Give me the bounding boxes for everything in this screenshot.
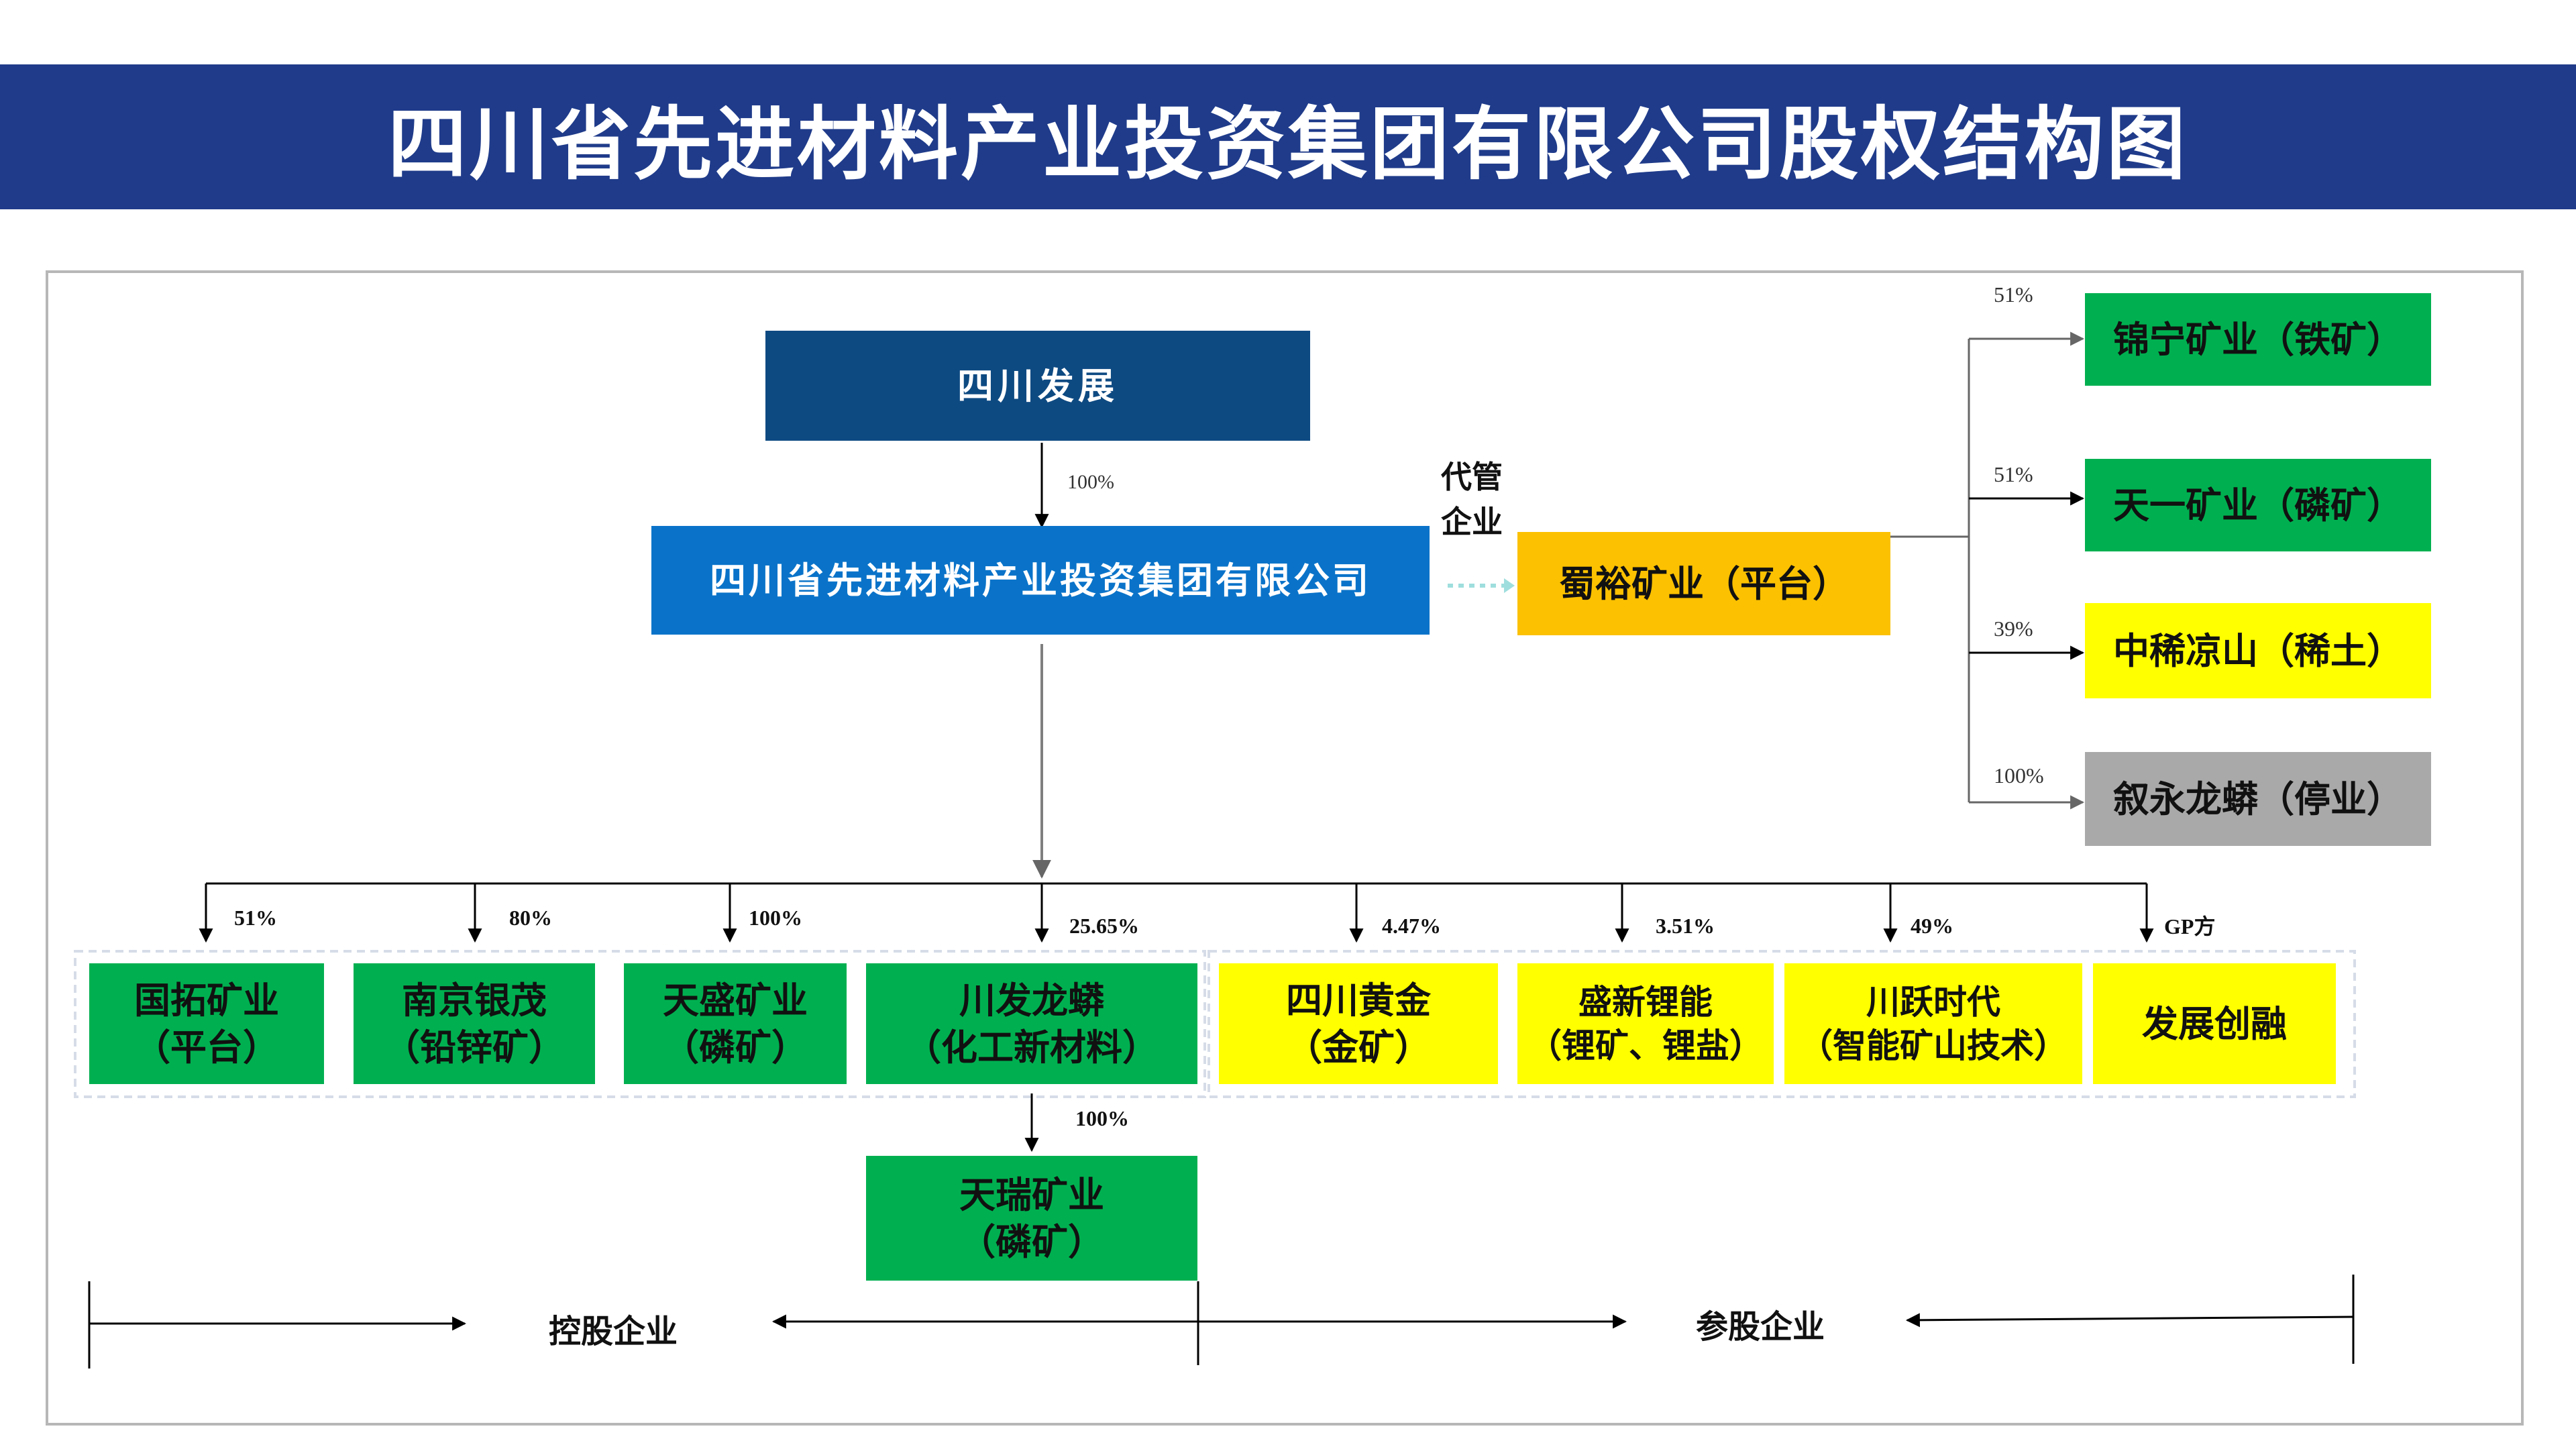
subsidiary-note: （金矿） [1286, 1026, 1431, 1069]
platform-sub-pct: 51% [1994, 282, 2033, 307]
subsidiary-name: 天盛矿业 [663, 978, 808, 1022]
sub-subsidiary-pct: 100% [1075, 1106, 1129, 1130]
subsidiary-note: （铅锌矿） [384, 1026, 565, 1069]
subsidiary-name: 发展创融 [2142, 1002, 2287, 1045]
parent-box: 四川发展 [765, 331, 1310, 441]
subsidiary-name: 川跃时代 [1866, 982, 2000, 1022]
subsidiary-box: 天盛矿业 （磷矿） [624, 963, 847, 1084]
platform-sub-box: 锦宁矿业（铁矿） [2085, 293, 2431, 386]
subsidiary-name: 川发龙蟒 [959, 978, 1104, 1022]
platform-sub-pct: 100% [1994, 763, 2044, 788]
subsidiary-pct: 49% [1911, 914, 1953, 938]
group-box: 四川省先进材料产业投资集团有限公司 [651, 526, 1430, 635]
subsidiary-pct: GP方 [2164, 914, 2216, 938]
subsidiary-pct: 51% [234, 906, 277, 930]
managed-label-line2: 企业 [1441, 504, 1503, 540]
managed-label-line1: 代管 [1441, 459, 1503, 495]
sub-subsidiary-box: 天瑞矿业 （磷矿） [866, 1156, 1197, 1281]
subsidiary-note: （锂矿、锂盐） [1528, 1026, 1763, 1065]
parent-pct: 100% [1067, 471, 1114, 493]
sub-subsidiary-name: 天瑞矿业 [959, 1173, 1104, 1216]
platform-sub-pct: 51% [1994, 462, 2033, 486]
subsidiary-pct: 25.65% [1069, 914, 1139, 938]
platform-sub-box: 天一矿业（磷矿） [2085, 459, 2431, 551]
platform-sub-box: 叙永龙蟒（停业） [2085, 752, 2431, 846]
subsidiary-note: （化工新材料） [905, 1026, 1159, 1069]
legend-participating: 参股企业 [1696, 1308, 1825, 1346]
subsidiary-note: （平台） [134, 1026, 279, 1069]
page-title: 四川省先进材料产业投资集团有限公司股权结构图 [387, 97, 2188, 191]
subsidiary-name: 盛新锂能 [1578, 982, 1713, 1022]
subsidiary-pct: 80% [509, 906, 552, 930]
subsidiary-box: 国拓矿业 （平台） [89, 963, 324, 1084]
subsidiary-box: 四川黄金 （金矿） [1219, 963, 1498, 1084]
participating-group-frame [1208, 950, 2356, 1098]
subsidiary-box: 盛新锂能 （锂矿、锂盐） [1517, 963, 1774, 1084]
platform-sub-pct: 39% [1994, 616, 2033, 641]
subsidiary-note: （磷矿） [663, 1026, 808, 1069]
platform-box: 蜀裕矿业（平台） [1517, 532, 1890, 635]
subsidiary-box: 川发龙蟒 （化工新材料） [866, 963, 1197, 1084]
diagram-frame [46, 270, 2524, 1426]
legend-controlling: 控股企业 [549, 1313, 678, 1350]
platform-sub-box: 中稀凉山（稀土） [2085, 603, 2431, 698]
subsidiary-note: （智能矿山技术） [1799, 1026, 2068, 1065]
subsidiary-name: 四川黄金 [1286, 978, 1431, 1022]
subsidiary-pct: 100% [749, 906, 802, 930]
subsidiary-box: 南京银茂 （铅锌矿） [354, 963, 595, 1084]
subsidiary-box: 川跃时代 （智能矿山技术） [1784, 963, 2082, 1084]
subsidiary-pct: 3.51% [1656, 914, 1715, 938]
title-banner [0, 64, 2576, 209]
subsidiary-pct: 4.47% [1382, 914, 1441, 938]
subsidiary-name: 国拓矿业 [134, 978, 279, 1022]
subsidiary-box: 发展创融 [2093, 963, 2336, 1084]
controlling-group-frame [74, 950, 1206, 1098]
sub-subsidiary-note: （磷矿） [959, 1220, 1104, 1263]
subsidiary-name: 南京银茂 [402, 978, 547, 1022]
